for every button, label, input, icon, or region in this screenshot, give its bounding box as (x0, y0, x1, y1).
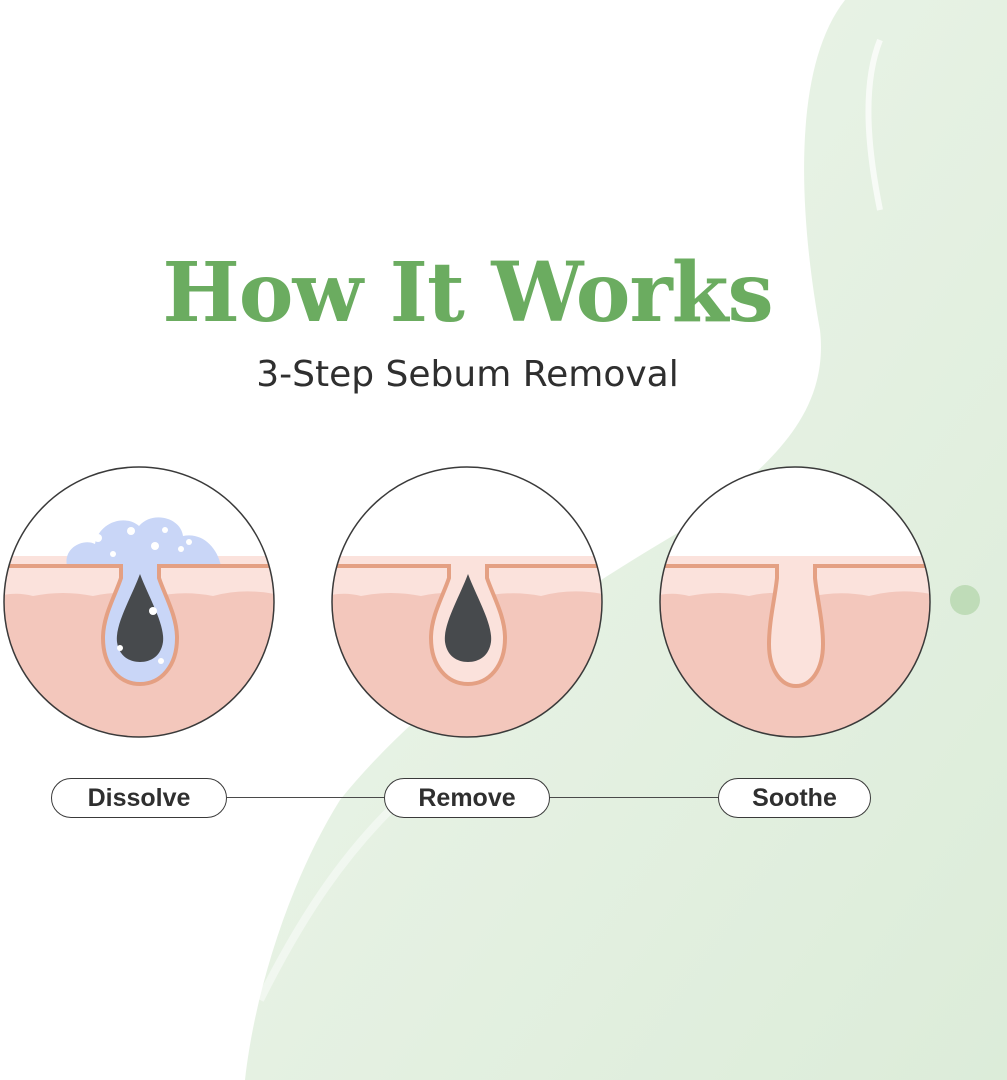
step-remove-illustration (331, 466, 603, 738)
step-label-dissolve: Dissolve (51, 778, 227, 818)
step-dissolve-illustration (3, 466, 275, 738)
step-soothe-illustration (659, 466, 931, 738)
step-label-soothe: Soothe (718, 778, 871, 818)
step-label-remove: Remove (384, 778, 550, 818)
step-connector-line (549, 797, 718, 798)
step-connector-line (227, 797, 384, 798)
page-title: How It Works (162, 245, 773, 341)
page-subtitle: 3-Step Sebum Removal (256, 354, 679, 395)
